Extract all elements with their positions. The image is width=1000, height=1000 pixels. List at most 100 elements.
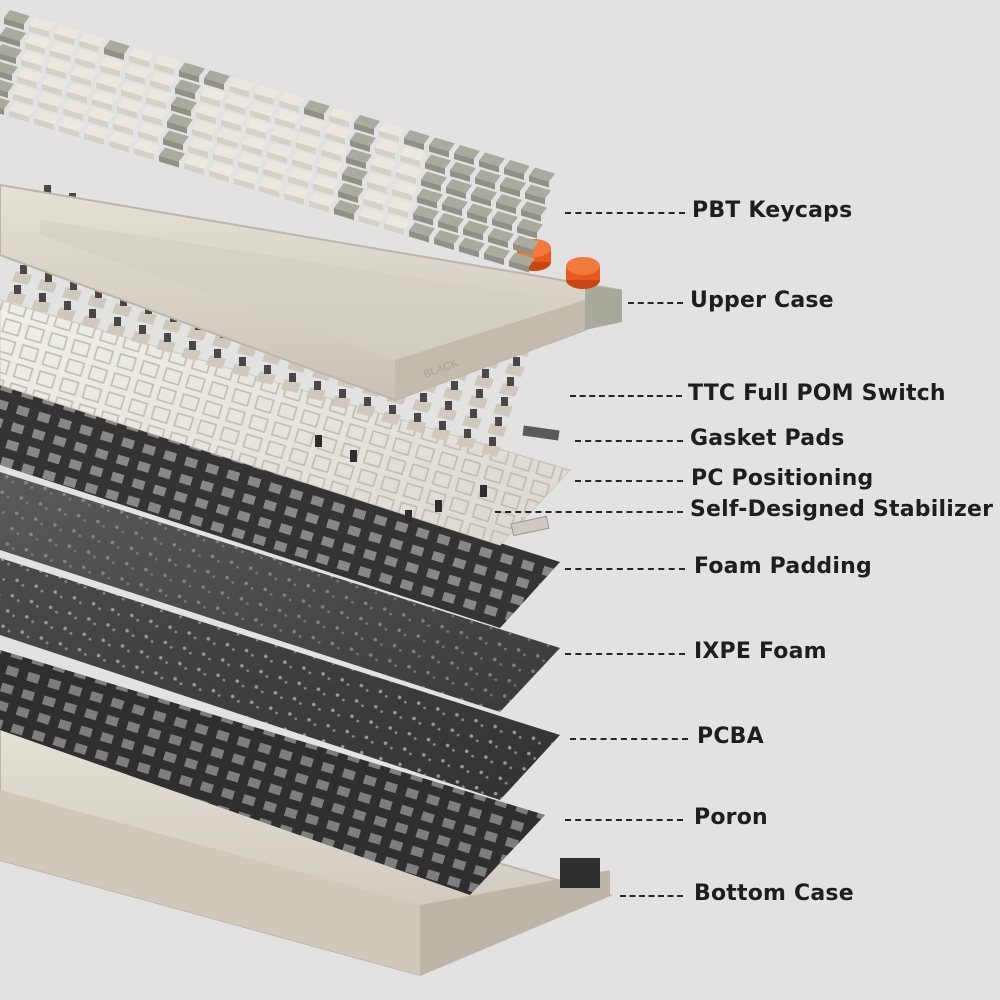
keycap bbox=[475, 169, 501, 190]
keycap bbox=[179, 62, 205, 83]
keycap bbox=[521, 201, 547, 222]
ixpe-foam-layer bbox=[0, 472, 560, 712]
keycap bbox=[309, 192, 335, 213]
keycap bbox=[142, 106, 168, 126]
keycap bbox=[429, 137, 455, 158]
keycap bbox=[125, 64, 151, 85]
keycap bbox=[121, 81, 147, 102]
switch bbox=[381, 405, 401, 425]
switch bbox=[181, 341, 201, 361]
keycap bbox=[359, 207, 385, 228]
keycap bbox=[304, 100, 330, 120]
keycap bbox=[25, 34, 51, 55]
keycap bbox=[38, 93, 64, 113]
keycap bbox=[350, 132, 376, 152]
keycap bbox=[300, 117, 326, 137]
keycap bbox=[246, 119, 272, 139]
keycap bbox=[492, 211, 518, 231]
leader-line bbox=[565, 212, 685, 214]
switch bbox=[462, 409, 482, 429]
keycap bbox=[100, 57, 126, 77]
keycap bbox=[396, 164, 422, 184]
keycap bbox=[150, 72, 176, 92]
keycap bbox=[113, 115, 139, 136]
keycap bbox=[204, 70, 230, 90]
pc-positioning-layer bbox=[0, 299, 571, 546]
switch bbox=[456, 429, 476, 449]
keycap bbox=[213, 145, 239, 166]
keycap bbox=[4, 10, 30, 30]
keycap bbox=[459, 237, 485, 258]
bottom-case-layer bbox=[0, 718, 614, 977]
keycap bbox=[0, 61, 18, 81]
keycap bbox=[325, 124, 351, 145]
keycap bbox=[275, 109, 301, 130]
keycap bbox=[375, 139, 401, 160]
keycap bbox=[471, 186, 497, 207]
keycap bbox=[425, 154, 451, 175]
keycap bbox=[513, 235, 539, 256]
switch bbox=[443, 381, 463, 401]
keycap bbox=[175, 79, 201, 100]
keycap bbox=[146, 89, 172, 109]
keycap bbox=[54, 25, 80, 45]
keycap bbox=[413, 205, 439, 226]
leader-line bbox=[495, 511, 683, 513]
keycap bbox=[42, 76, 68, 96]
keycap bbox=[171, 96, 197, 117]
switch bbox=[156, 333, 176, 353]
keycap bbox=[284, 185, 310, 205]
keycap bbox=[338, 183, 364, 203]
leader-line bbox=[575, 480, 683, 482]
keycap bbox=[188, 138, 214, 158]
keycap bbox=[167, 113, 193, 134]
keycap bbox=[288, 168, 314, 188]
keycap bbox=[388, 198, 414, 218]
keycap bbox=[417, 188, 443, 209]
keycap bbox=[434, 230, 460, 250]
keycap bbox=[17, 68, 43, 89]
keycap bbox=[225, 94, 251, 115]
keycap bbox=[154, 55, 180, 75]
switch bbox=[256, 365, 276, 385]
switch bbox=[356, 397, 376, 417]
keycap bbox=[254, 85, 280, 105]
keycap bbox=[454, 145, 480, 165]
switch bbox=[306, 381, 326, 401]
leader-line bbox=[570, 738, 688, 740]
switch bbox=[487, 417, 507, 437]
keycap bbox=[92, 91, 118, 111]
keycap bbox=[59, 117, 85, 138]
label-gasket-pads: Gasket Pads bbox=[690, 426, 845, 451]
small-parts bbox=[315, 425, 560, 537]
orange-knob-2[interactable] bbox=[566, 257, 600, 289]
leader-line bbox=[565, 568, 685, 570]
keycap bbox=[238, 153, 264, 173]
switch bbox=[231, 357, 251, 377]
label-poron: Poron bbox=[694, 805, 768, 830]
keycap bbox=[200, 87, 226, 107]
keycap bbox=[346, 149, 372, 169]
switch bbox=[331, 389, 351, 409]
leader-line bbox=[570, 395, 682, 397]
switch bbox=[505, 357, 525, 377]
keycap bbox=[392, 181, 418, 201]
keycap bbox=[267, 143, 293, 164]
keycap bbox=[296, 134, 322, 154]
label-pc-positioning: PC Positioning bbox=[691, 466, 874, 491]
keycap bbox=[504, 160, 530, 180]
keycap bbox=[488, 228, 514, 248]
keycap bbox=[354, 115, 380, 135]
keycap bbox=[46, 59, 72, 79]
keycap bbox=[67, 83, 93, 104]
keycap bbox=[221, 111, 247, 132]
keycap bbox=[196, 104, 222, 124]
label-pbt-keycaps: PBT Keycaps bbox=[692, 198, 853, 223]
leader-line bbox=[565, 653, 685, 655]
switch bbox=[281, 373, 301, 393]
keycap bbox=[134, 140, 160, 160]
keycap bbox=[21, 51, 47, 72]
keycap bbox=[234, 170, 260, 190]
keycap bbox=[129, 47, 155, 68]
